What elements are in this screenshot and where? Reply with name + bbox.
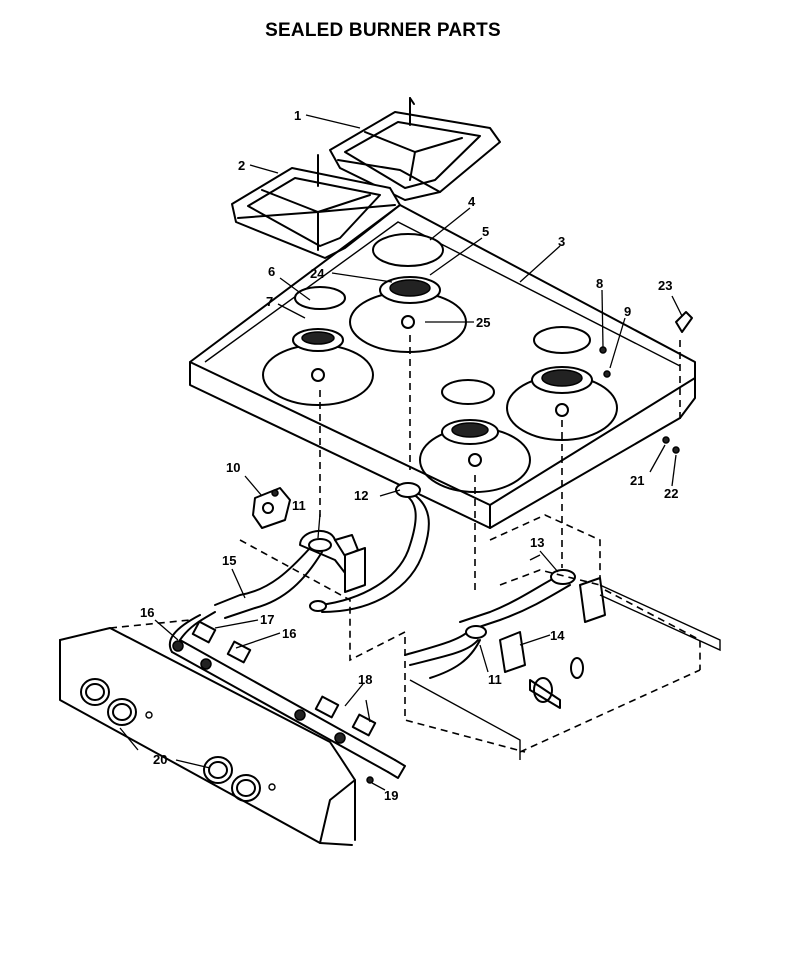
- callout-11a: 11: [292, 498, 306, 513]
- callout-24: 24: [310, 266, 325, 281]
- burner-heads: [292, 233, 593, 467]
- callout-13: 13: [530, 535, 544, 550]
- callout-6: 6: [268, 264, 275, 279]
- cooktop-main-top: [189, 204, 696, 529]
- diagram-title: SEALED BURNER PARTS: [265, 20, 501, 41]
- alignment-lines: [319, 335, 681, 595]
- callout-16a: 16: [140, 605, 154, 620]
- callout-16b: 16: [282, 626, 296, 641]
- burner-box-right-panel: [529, 584, 721, 709]
- callout-3: 3: [558, 234, 565, 249]
- callout-17: 17: [260, 612, 274, 627]
- burner-box-outline: [239, 514, 701, 760]
- callout-19: 19: [384, 788, 398, 803]
- callout-25: 25: [476, 315, 490, 330]
- callout-9: 9: [624, 304, 631, 319]
- callout-21: 21: [630, 473, 644, 488]
- callout-11b: 11: [488, 672, 502, 687]
- callout-18: 18: [358, 672, 372, 687]
- callout-12: 12: [354, 488, 368, 503]
- callout-22: 22: [664, 486, 678, 501]
- callout-1: 1: [294, 108, 301, 123]
- callout-15: 15: [222, 553, 236, 568]
- callout-8: 8: [596, 276, 603, 291]
- callout-20: 20: [153, 752, 167, 767]
- callout-labels: 1 2 3 4 5 6 7 8 9 10 11 12 13 14 15 16 1…: [140, 108, 678, 803]
- callout-5: 5: [482, 224, 489, 239]
- callout-4: 4: [468, 194, 476, 209]
- spark-module: [252, 487, 291, 529]
- callout-23: 23: [658, 278, 672, 293]
- burner-tubes: [214, 482, 606, 679]
- burner-grate-right: [329, 97, 501, 201]
- callout-2: 2: [238, 158, 245, 173]
- callout-10: 10: [226, 460, 240, 475]
- control-panel: [59, 619, 374, 846]
- leader-lines: [119, 114, 683, 791]
- small-hardware: [599, 311, 693, 454]
- callout-14: 14: [550, 628, 565, 643]
- manifold-valve-assembly: [168, 611, 406, 779]
- callout-7: 7: [266, 294, 273, 309]
- valves: [172, 620, 377, 744]
